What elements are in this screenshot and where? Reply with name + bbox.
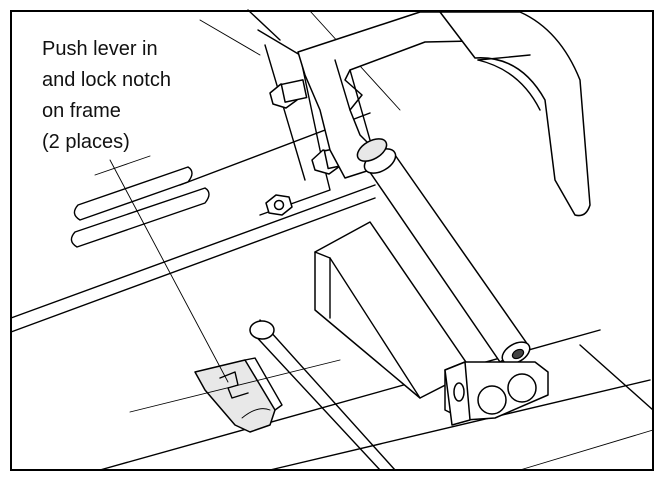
figure-border [10, 10, 654, 471]
deck-slots [70, 155, 210, 248]
callout-line-1: Push lever in [42, 38, 158, 60]
hex-bolt-upper [269, 79, 308, 109]
callout-line-4: (2 places) [42, 131, 130, 153]
lever-rod [249, 319, 396, 471]
hex-bolt [265, 194, 293, 216]
callout-leader [109, 159, 341, 413]
roller-tube [356, 138, 531, 365]
handle [439, 11, 591, 217]
locking-lever [194, 357, 283, 433]
callout-line-2: and lock notch [42, 69, 171, 91]
callout-line-3: on frame [42, 100, 121, 122]
end-bracket [444, 361, 549, 426]
callout-label: Push lever in and lock notch on frame (2… [42, 38, 171, 153]
